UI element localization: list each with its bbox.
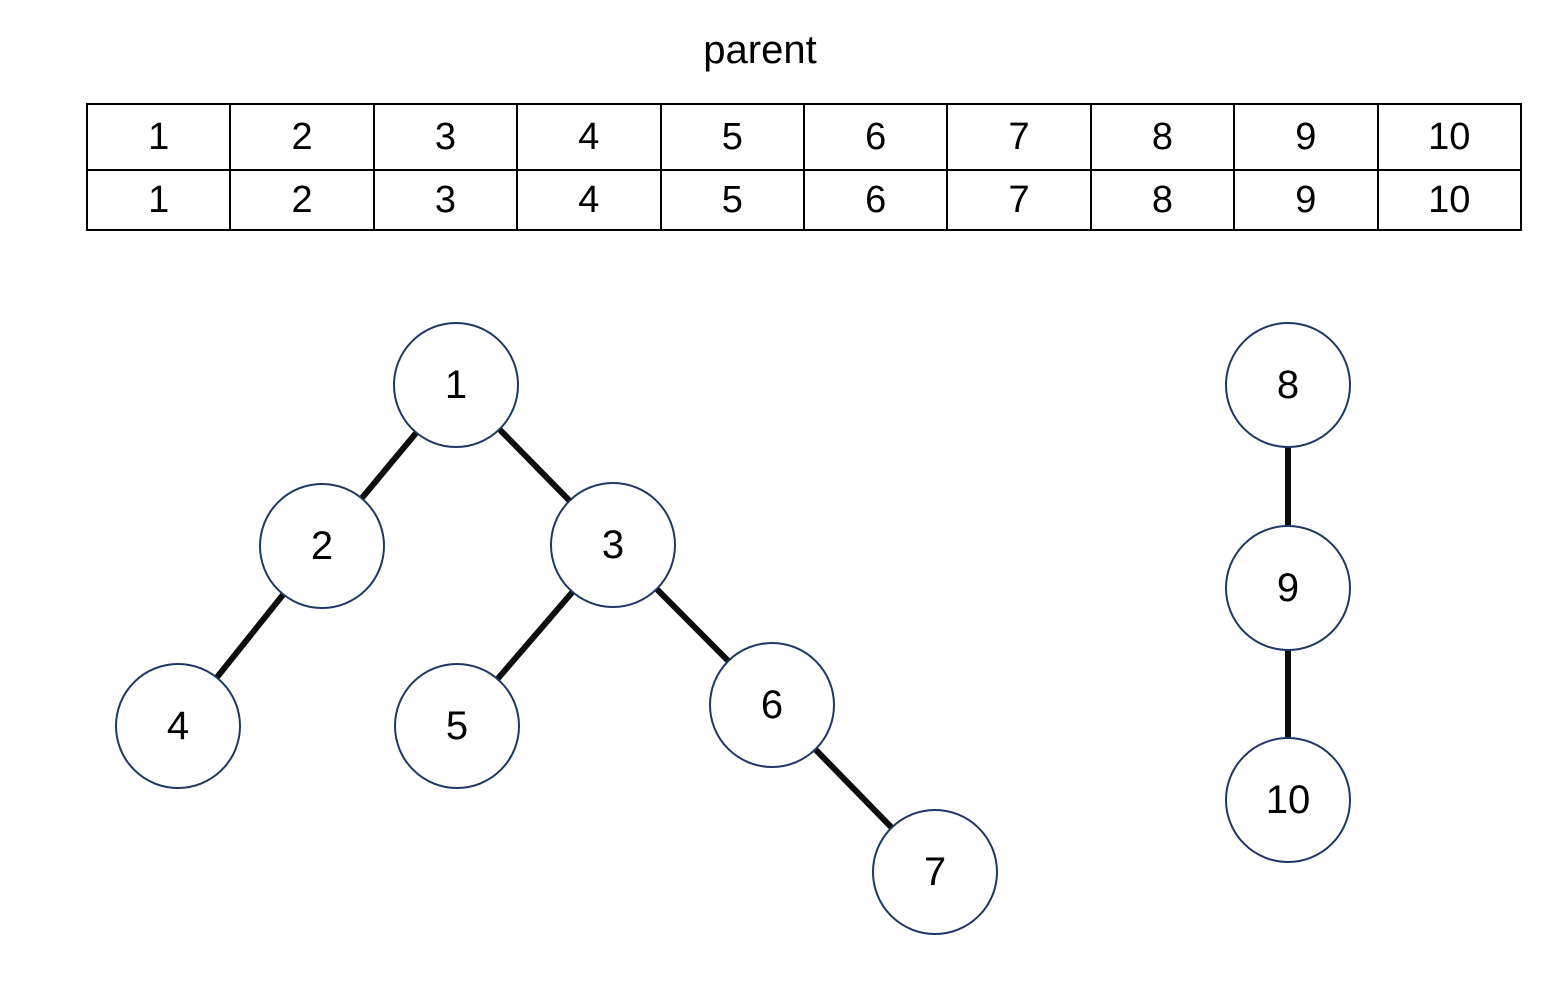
graph-node-1[interactable]: 1 xyxy=(393,322,519,448)
edge-node-6-to-node-7 xyxy=(813,747,894,830)
index-row-cell-2: 2 xyxy=(229,103,375,171)
value-row-cell-9: 9 xyxy=(1233,169,1379,231)
index-row-cell-9: 9 xyxy=(1233,103,1379,171)
index-row-cell-5: 5 xyxy=(659,103,805,171)
edge-node-2-to-node-4 xyxy=(214,592,286,680)
node-label: 7 xyxy=(923,850,947,894)
node-label: 5 xyxy=(445,704,469,748)
graph-node-2[interactable]: 2 xyxy=(259,483,385,609)
graph-node-6[interactable]: 6 xyxy=(709,642,835,768)
graph-node-7[interactable]: 7 xyxy=(872,809,998,935)
index-row-cell-8: 8 xyxy=(1089,103,1236,171)
node-label: 3 xyxy=(601,523,625,567)
edge-node-1-to-node-2 xyxy=(359,430,419,501)
index-row-cell-1: 1 xyxy=(85,103,232,171)
value-row-cell-4: 4 xyxy=(516,169,662,231)
node-label: 9 xyxy=(1276,566,1300,610)
value-row-cell-8: 8 xyxy=(1089,169,1236,231)
index-row-cell-10: 10 xyxy=(1376,103,1522,171)
value-row-cell-3: 3 xyxy=(372,169,519,231)
node-label: 2 xyxy=(310,524,334,568)
edge-node-1-to-node-3 xyxy=(497,427,572,503)
graph-node-9[interactable]: 9 xyxy=(1225,525,1351,651)
node-label: 10 xyxy=(1265,778,1311,822)
node-label: 4 xyxy=(166,704,190,748)
value-row-cell-5: 5 xyxy=(659,169,805,231)
index-row-cell-6: 6 xyxy=(802,103,949,171)
value-row-cell-2: 2 xyxy=(229,169,375,231)
index-row-cell-3: 3 xyxy=(372,103,519,171)
edge-node-3-to-node-6 xyxy=(654,586,731,664)
node-label: 8 xyxy=(1276,363,1300,407)
graph-node-5[interactable]: 5 xyxy=(394,663,520,789)
value-row-cell-7: 7 xyxy=(946,169,1092,231)
node-label: 1 xyxy=(444,363,468,407)
value-row-cell-6: 6 xyxy=(802,169,949,231)
node-label: 6 xyxy=(760,683,784,727)
value-row-cell-10: 10 xyxy=(1376,169,1522,231)
graph-node-10[interactable]: 10 xyxy=(1225,737,1351,863)
graph-node-8[interactable]: 8 xyxy=(1225,322,1351,448)
edge-node-3-to-node-5 xyxy=(495,590,575,681)
graph-node-4[interactable]: 4 xyxy=(115,663,241,789)
graph-node-3[interactable]: 3 xyxy=(550,482,676,608)
index-row-cell-4: 4 xyxy=(516,103,662,171)
index-row-cell-7: 7 xyxy=(946,103,1092,171)
array-title: parent xyxy=(703,28,817,72)
value-row-cell-1: 1 xyxy=(85,169,232,231)
